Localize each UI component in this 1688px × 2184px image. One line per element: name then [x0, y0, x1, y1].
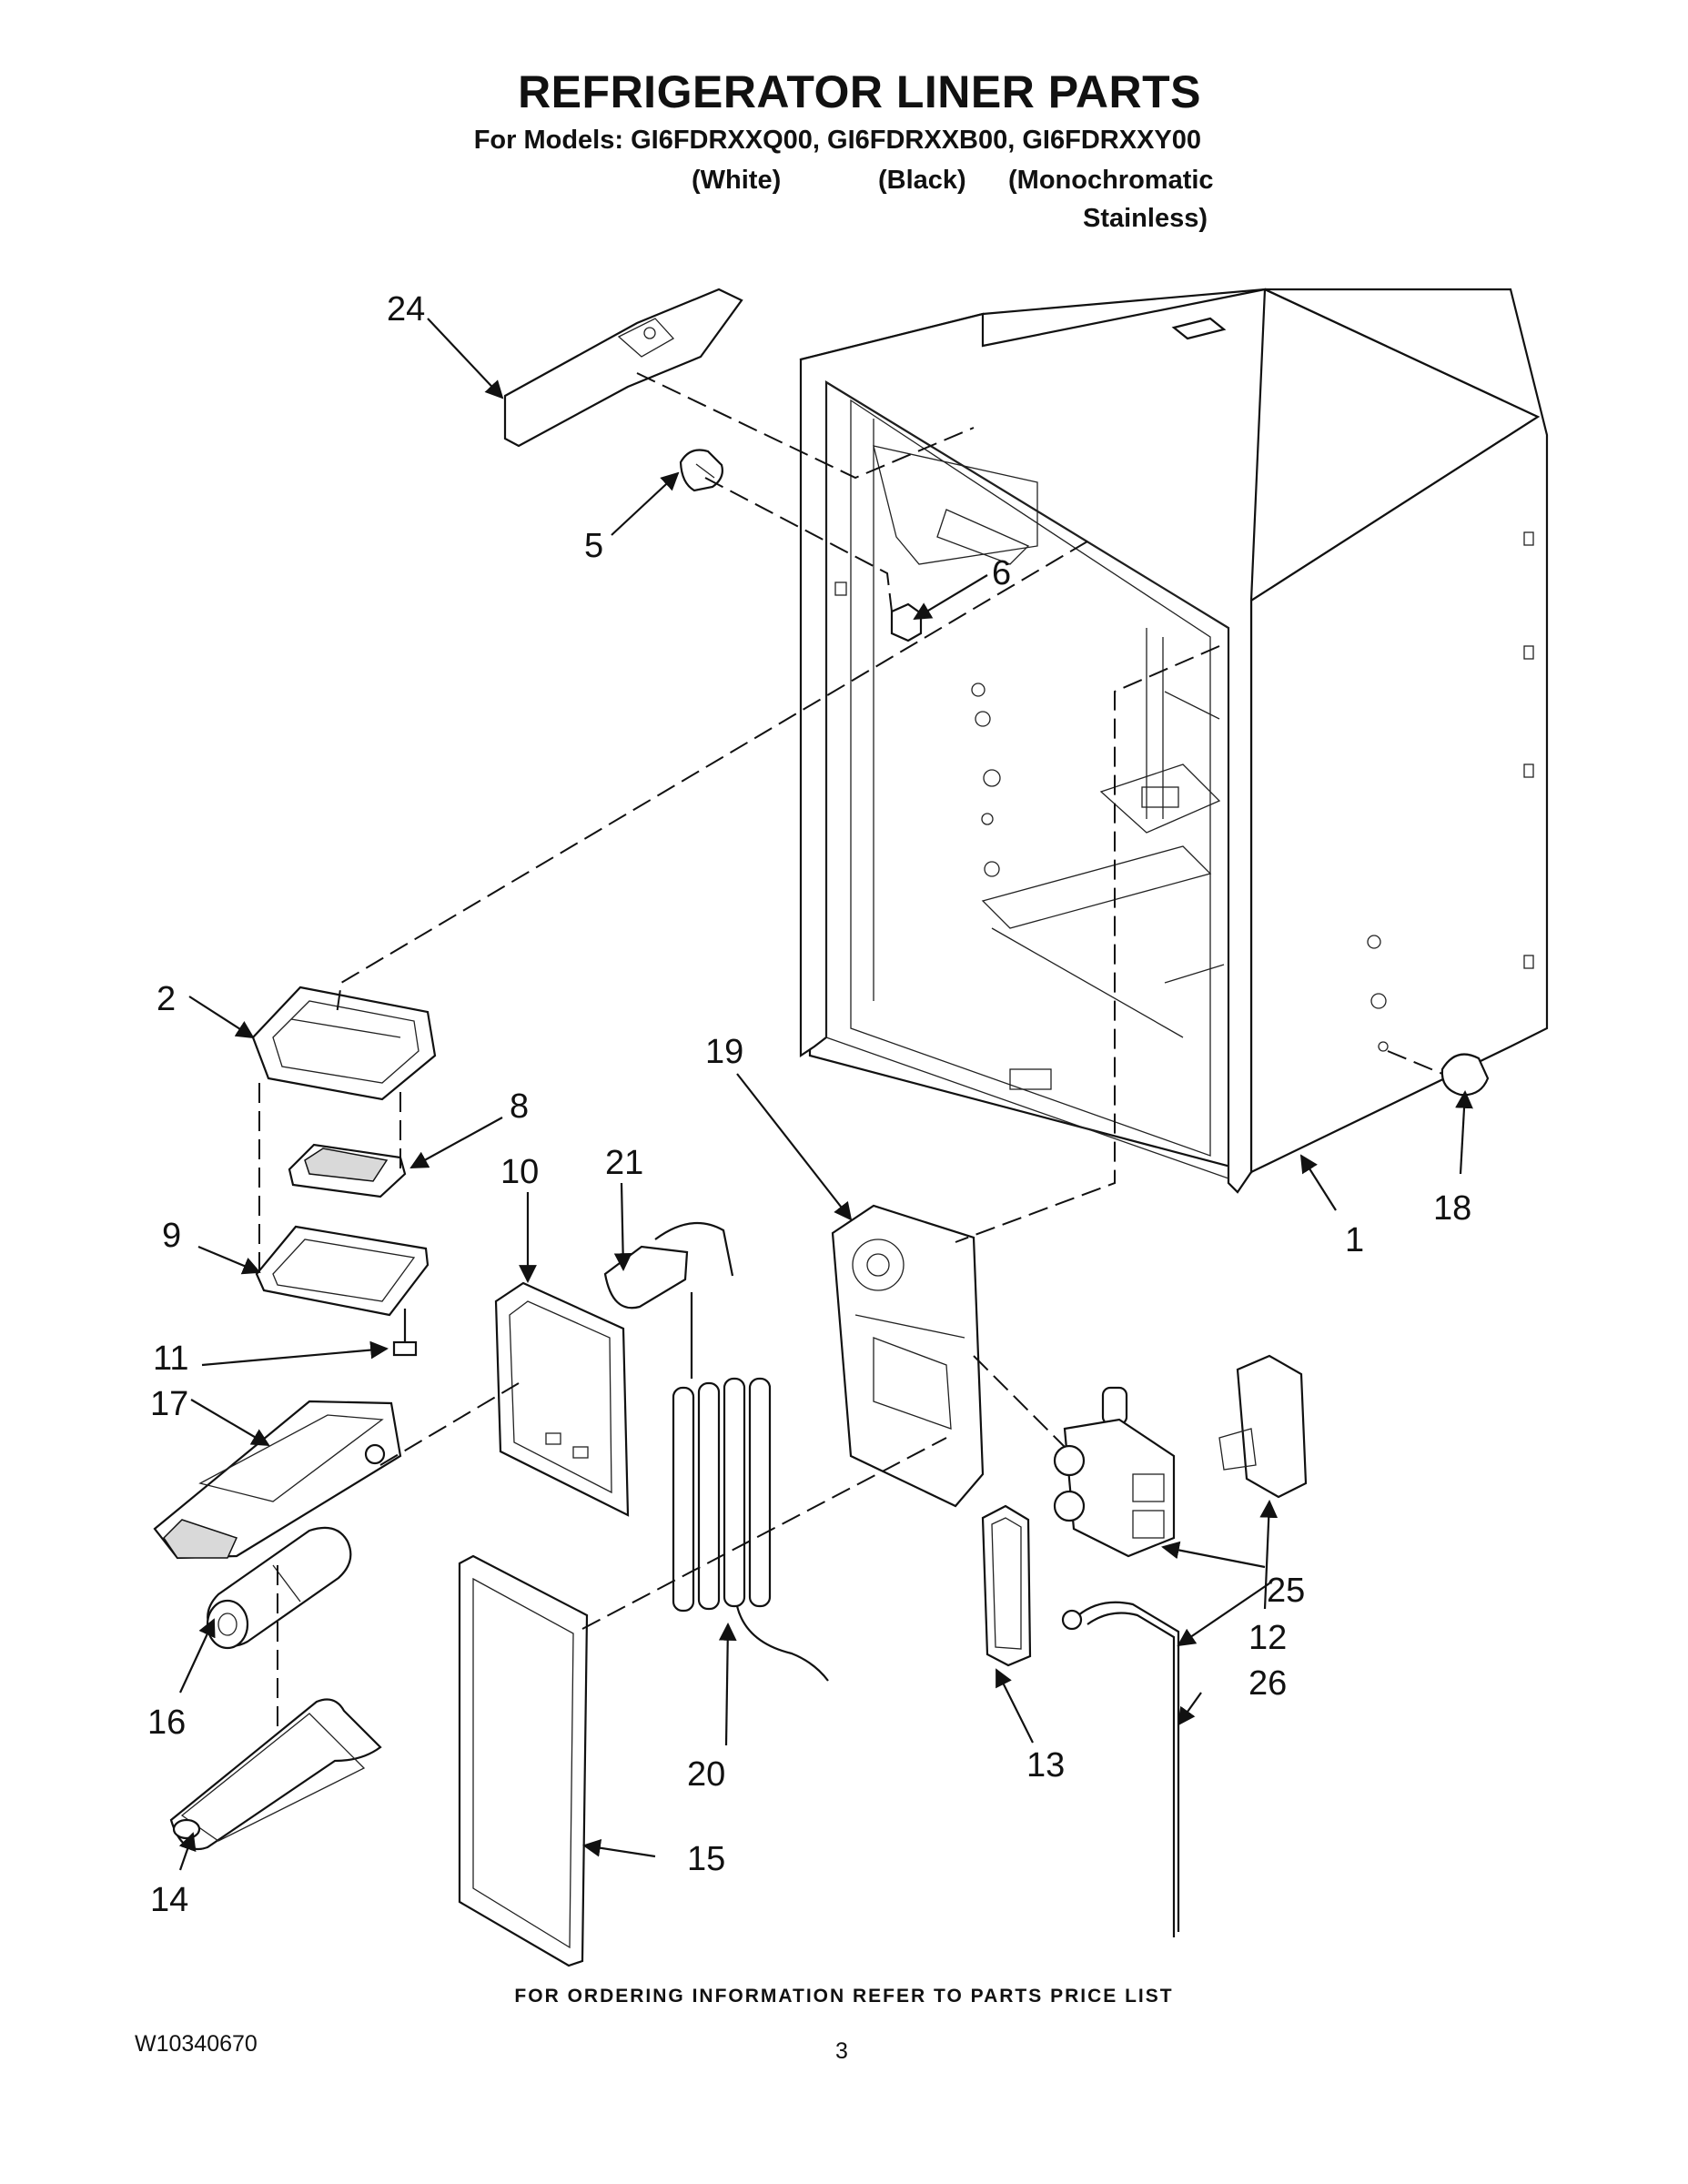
callout-9: 9: [162, 1217, 181, 1255]
part-20: [1053, 1386, 1176, 1558]
assembly-lines: [258, 372, 1443, 1729]
callout-5: 5: [584, 527, 603, 565]
part-2: [251, 986, 437, 1101]
callout-1: 1: [1345, 1221, 1364, 1259]
callout-14: 16: [147, 1704, 186, 1742]
callout-26: 13: [1026, 1746, 1065, 1785]
ordering-note: FOR ORDERING INFORMATION REFER TO PARTS …: [514, 1986, 1174, 2007]
part-25: [1218, 1354, 1308, 1499]
callout-16: 18: [1433, 1189, 1471, 1228]
leader-lines: [178, 318, 1473, 1871]
callout-18: 20: [687, 1755, 725, 1794]
part-8: [288, 1143, 407, 1198]
callout-labels: 24 5 6 2 8 21 10 9 11 17 16 14 15 20 19 …: [147, 290, 1471, 1919]
callout-20: 12: [1248, 1619, 1287, 1657]
callout-10: 11: [153, 1340, 188, 1378]
models-line: For Models: GI6FDRXXQ00, GI6FDRXXB00, GI…: [473, 126, 1201, 155]
callout-15: 17: [150, 1385, 188, 1423]
variant-white: (White): [692, 166, 782, 195]
callout-24: 26: [1248, 1664, 1287, 1703]
callout-2: 2: [157, 980, 176, 1018]
callout-13: 15: [687, 1840, 725, 1878]
part-21: [503, 288, 743, 448]
callout-17: 19: [705, 1033, 743, 1071]
part-14: [206, 1526, 352, 1650]
document-number: W10340670: [135, 2031, 258, 2057]
variant-monochromatic: (Monochromatic: [1008, 166, 1214, 195]
callout-25: 25: [1267, 1572, 1305, 1610]
variant-stainless: Stainless): [1083, 204, 1208, 233]
callout-19: 21: [605, 1144, 643, 1182]
part-11: [494, 1281, 630, 1517]
part-12: [169, 1698, 382, 1851]
variant-black: (Black): [878, 166, 966, 195]
callout-21: 24: [387, 290, 425, 329]
page-title: REFRIGERATOR LINER PARTS: [518, 66, 1201, 117]
part-24: [1061, 1601, 1180, 1937]
part-16: [1440, 1053, 1490, 1097]
callout-12: 14: [150, 1881, 188, 1919]
part-6: [890, 602, 923, 642]
callout-8: 8: [510, 1087, 529, 1126]
part-17: [831, 1204, 985, 1508]
part-10: [392, 1309, 418, 1357]
part-15: [153, 1400, 402, 1560]
part-26: [981, 1504, 1032, 1667]
part-18: [672, 1292, 829, 1682]
callout-6: 6: [992, 554, 1011, 592]
callout-11: 10: [500, 1153, 539, 1191]
part-13: [458, 1554, 589, 1967]
page-number: 3: [835, 2038, 848, 2064]
part-9: [255, 1225, 430, 1317]
liner-part-1: [799, 288, 1549, 1194]
